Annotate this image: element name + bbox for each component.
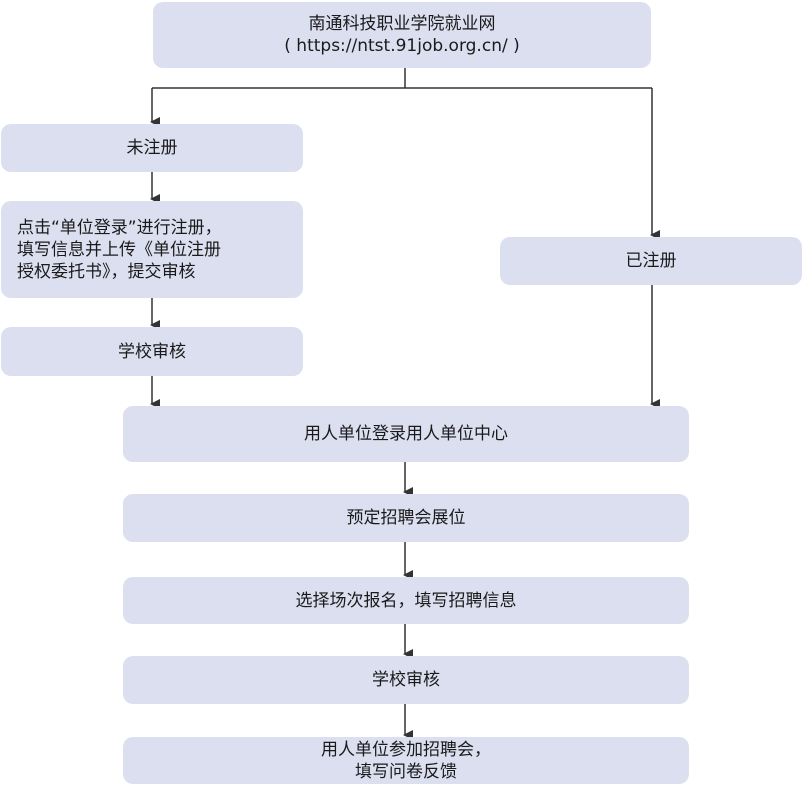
website-title: 南通科技职业学院就业网 [308, 14, 496, 34]
website-url: ( https://ntst.91job.org.cn/ ) [284, 36, 520, 56]
attend-fair-line1: 用人单位参加招聘会， [321, 739, 491, 760]
node-attend-fair: 用人单位参加招聘会， 填写问卷反馈 [123, 737, 689, 784]
book-booth-label: 预定招聘会展位 [346, 508, 466, 528]
node-website: 南通科技职业学院就业网 ( https://ntst.91job.org.cn/… [153, 2, 651, 68]
node-school-review-1: 学校审核 [1, 327, 303, 376]
registered-label: 已注册 [625, 251, 677, 271]
node-registered: 已注册 [500, 237, 802, 285]
school-review-1-label: 学校审核 [118, 341, 186, 362]
register-steps-line1: 点击“单位登录”进行注册， [17, 217, 222, 238]
school-review-2-label: 学校审核 [372, 670, 440, 690]
login-center-label: 用人单位登录用人单位中心 [304, 424, 508, 444]
node-unregistered: 未注册 [1, 124, 303, 172]
node-book-booth: 预定招聘会展位 [123, 494, 689, 542]
register-steps-line2: 填写信息并上传《单位注册 [17, 239, 221, 260]
register-steps-line3: 授权委托书》，提交审核 [17, 261, 196, 282]
node-login-center: 用人单位登录用人单位中心 [123, 406, 689, 462]
node-select-session: 选择场次报名，填写招聘信息 [123, 577, 689, 624]
select-session-label: 选择场次报名，填写招聘信息 [295, 590, 517, 611]
unregistered-label: 未注册 [126, 138, 178, 158]
attend-fair-line2: 填写问卷反馈 [355, 761, 457, 782]
node-register-steps: 点击“单位登录”进行注册， 填写信息并上传《单位注册 授权委托书》，提交审核 [1, 201, 303, 298]
node-school-review-2: 学校审核 [123, 656, 689, 704]
